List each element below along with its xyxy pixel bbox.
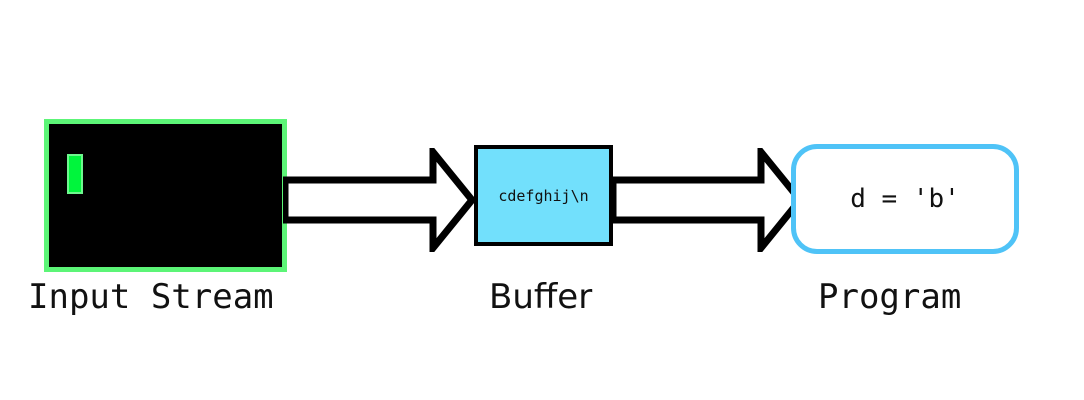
program-content-text: d = 'b' bbox=[850, 184, 960, 214]
program-box: d = 'b' bbox=[791, 144, 1019, 254]
input-stream-label: Input Stream bbox=[28, 277, 274, 317]
buffer-box: cdefghij\n bbox=[474, 145, 613, 246]
block-arrow-right-icon bbox=[281, 142, 477, 258]
input-stream-terminal bbox=[44, 119, 287, 272]
buffer-content-text: cdefghij\n bbox=[498, 186, 589, 205]
program-label: Program bbox=[818, 277, 962, 317]
block-arrow-right-icon bbox=[609, 142, 805, 258]
text-cursor-icon bbox=[67, 154, 83, 194]
buffer-label: Buffer bbox=[489, 277, 593, 317]
